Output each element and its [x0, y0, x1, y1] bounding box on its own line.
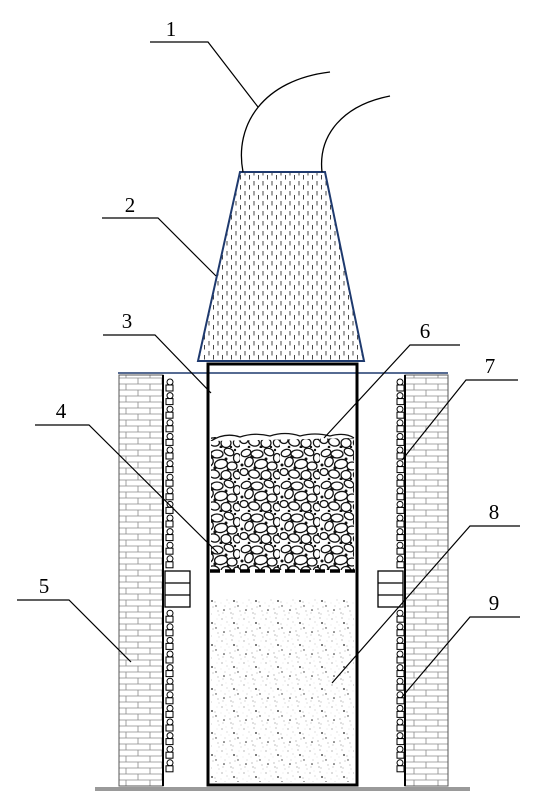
heating-element-icon: [165, 541, 174, 555]
heating-element-icon: [396, 555, 405, 569]
callout-6: 6: [420, 319, 431, 343]
callout-7: 7: [485, 354, 496, 378]
heating-element-icon: [396, 378, 405, 392]
heating-element-icon: [165, 555, 174, 569]
heating-element-icon: [396, 677, 405, 691]
pebble-bed-top-edge: [210, 432, 355, 442]
leader-9: [401, 616, 520, 698]
callout-3: 3: [122, 309, 133, 333]
leader-1: [150, 41, 259, 108]
heating-element-icon: [396, 636, 405, 650]
heating-element-icon: [165, 745, 174, 759]
heating-element-icon: [396, 691, 405, 705]
heating-element-icon: [396, 541, 405, 555]
heating-element-icon: [165, 704, 174, 718]
heating-element-icon: [396, 623, 405, 637]
heating-element-icon: [396, 718, 405, 732]
heating-element-icon: [165, 677, 174, 691]
heating-element-icon: [396, 487, 405, 501]
leader-7: [401, 379, 518, 461]
heating-element-icon: [165, 528, 174, 542]
heating-element-icon: [165, 419, 174, 433]
heating-element-icon: [165, 487, 174, 501]
heating-element-icon: [165, 473, 174, 487]
heating-element-icon: [396, 392, 405, 406]
heating-element-icon: [165, 514, 174, 528]
exhaust-arc-left: [240, 71, 331, 173]
heating-element-icon: [396, 432, 405, 446]
heating-element-icon: [165, 664, 174, 678]
left-heating-elements: [165, 378, 174, 773]
heating-element-icon: [165, 718, 174, 732]
callout-5: 5: [39, 574, 50, 598]
leader-2: [102, 217, 217, 277]
leader-8: [331, 525, 520, 684]
right-heating-elements: [396, 378, 405, 773]
heating-element-icon: [165, 460, 174, 474]
callout-2: 2: [125, 193, 136, 217]
heating-element-icon: [396, 704, 405, 718]
heating-element-icon: [396, 460, 405, 474]
heating-element-icon: [165, 623, 174, 637]
right-thermocouple-box: [377, 570, 404, 608]
heating-element-icon: [396, 759, 405, 773]
heating-element-icon: [165, 446, 174, 460]
right-brick-wall: [404, 374, 449, 787]
heating-element-icon: [396, 500, 405, 514]
heating-element-icon: [396, 732, 405, 746]
heating-element-icon: [396, 528, 405, 542]
heating-element-icon: [396, 609, 405, 623]
heating-element-icon: [165, 405, 174, 419]
heating-element-icon: [165, 609, 174, 623]
heating-element-icon: [165, 759, 174, 773]
heating-element-icon: [165, 378, 174, 392]
heating-element-icon: [165, 650, 174, 664]
heating-element-icon: [396, 405, 405, 419]
leader-6: [323, 344, 460, 439]
leader-5: [17, 599, 132, 663]
callout-9: 9: [489, 591, 500, 615]
heating-element-icon: [165, 691, 174, 705]
heating-element-icon: [165, 732, 174, 746]
inner-tube: [206, 362, 359, 787]
leader-lines: [17, 41, 520, 698]
left-thermocouple-box: [164, 570, 191, 608]
heating-element-icon: [396, 650, 405, 664]
leader-3: [103, 334, 212, 394]
heating-element-icon: [165, 500, 174, 514]
heating-element-icon: [396, 446, 405, 460]
callout-1: 1: [166, 17, 177, 41]
left-brick-wall: [118, 374, 164, 787]
heating-element-icon: [396, 514, 405, 528]
funnel-hood: [196, 171, 366, 362]
leader-4: [35, 424, 219, 554]
heating-element-icon: [165, 636, 174, 650]
heating-element-icon: [396, 664, 405, 678]
heating-element-icon: [396, 473, 405, 487]
heating-element-icon: [165, 392, 174, 406]
heating-element-icon: [396, 745, 405, 759]
heating-element-icon: [165, 432, 174, 446]
exhaust-arc-right: [320, 95, 391, 173]
heating-element-icon: [396, 419, 405, 433]
callout-4: 4: [56, 399, 67, 423]
fine-sample: [211, 598, 354, 782]
callout-8: 8: [489, 500, 500, 524]
